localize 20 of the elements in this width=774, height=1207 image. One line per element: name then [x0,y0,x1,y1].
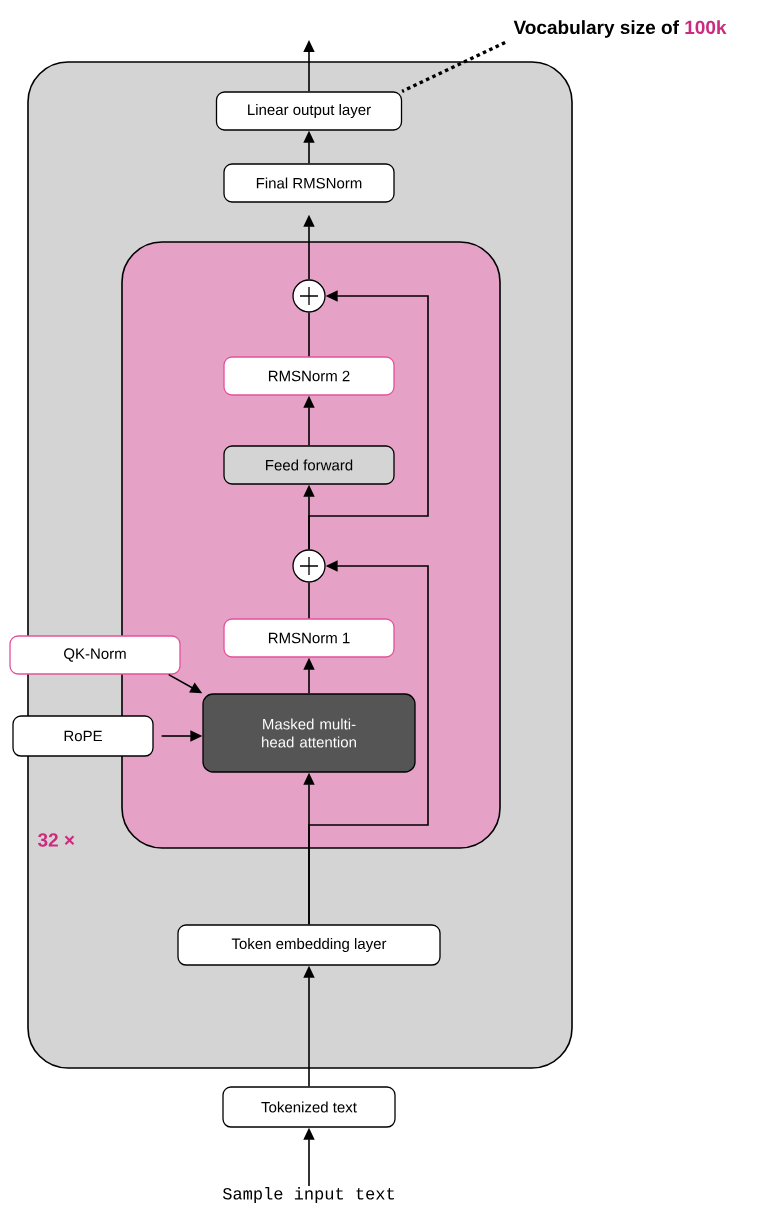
input-text: Sample input text [222,1187,394,1203]
layer-box: Linear output layer [215,91,403,131]
layer-box: Feed forward [223,445,395,485]
norm-box: RMSNorm 1 [223,618,395,658]
layer-box: Final RMSNorm [223,163,395,203]
norm-box: QK-Norm [9,635,181,675]
connector-line [308,311,310,358]
repeat-count: 32 × [37,833,75,847]
norm-box: RMSNorm 2 [223,356,395,396]
annotation-text: Vocabulary size of 100k [513,20,727,38]
layer-box: RoPE [12,715,154,757]
layer-box: Token embedding layer [177,924,441,966]
arrow [308,290,429,551]
layer-box: Tokenized text [222,1086,396,1128]
addition-circle [292,549,326,583]
addition-circle [292,279,326,313]
connector-line [308,581,310,620]
leader-line [401,40,506,93]
arrow [308,560,429,926]
attention-box: Masked multi-head attention [202,693,416,773]
